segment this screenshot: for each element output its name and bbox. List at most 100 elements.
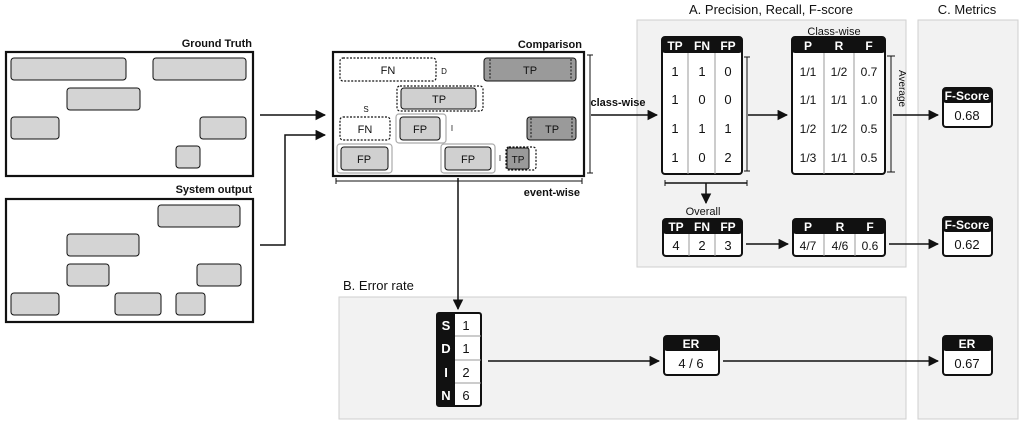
class-counts-cell: 1 bbox=[698, 64, 705, 79]
overall-prf-cell: 4/7 bbox=[800, 239, 817, 253]
so-to-comparison-arrow bbox=[260, 129, 327, 246]
section-c-title: C. Metrics bbox=[938, 2, 997, 17]
fn-label-top: FN bbox=[381, 65, 396, 77]
fscore-class-box: F-Score 0.68 bbox=[942, 87, 993, 128]
event-wise-bracket bbox=[335, 178, 583, 184]
class-wise-cell: 1.0 bbox=[861, 93, 878, 107]
class-wise-cell: 1/1 bbox=[800, 65, 817, 79]
so-event bbox=[66, 233, 140, 257]
overall-cell: 2 bbox=[698, 238, 705, 253]
class-wise-cell: 1/2 bbox=[831, 65, 848, 79]
fp-box-bottom-mid bbox=[444, 146, 492, 171]
er-metric-value: 0.67 bbox=[954, 356, 979, 371]
class-wise-cell: 1/1 bbox=[800, 93, 817, 107]
d-marker: D bbox=[441, 67, 447, 76]
sdin-letter: S bbox=[442, 318, 451, 333]
class-counts-cell: 1 bbox=[671, 150, 678, 165]
overall-prf-header: P bbox=[804, 220, 812, 234]
ground-truth-title: Ground Truth bbox=[182, 38, 253, 50]
class-wise-header: P bbox=[804, 39, 812, 53]
class-counts-header: FN bbox=[694, 39, 710, 53]
class-wise-header: F bbox=[865, 39, 872, 53]
tp-label-middle: TP bbox=[432, 94, 446, 106]
class-wise-label: class-wise bbox=[590, 97, 645, 109]
fp-box-bottom-left bbox=[340, 146, 389, 171]
so-event bbox=[157, 204, 241, 228]
tp-box-middle bbox=[400, 87, 477, 110]
counts-to-overall-arrow bbox=[665, 182, 747, 203]
class-counts-cell: 0 bbox=[724, 92, 731, 107]
overall-header: FN bbox=[694, 220, 710, 234]
overall-prf-cell: 0.6 bbox=[862, 239, 879, 253]
so-event bbox=[66, 263, 110, 287]
tp-box-top-right bbox=[483, 57, 577, 82]
fn-box-left bbox=[339, 116, 391, 141]
class-wise-cell: 1/2 bbox=[831, 122, 848, 136]
class-wise-header: R bbox=[835, 39, 844, 53]
fscore-overall-box: F-Score 0.62 bbox=[942, 216, 993, 257]
fscore-overall-value: 0.62 bbox=[954, 237, 979, 252]
overall-prf-header: F bbox=[866, 220, 873, 234]
gt-event bbox=[152, 57, 247, 81]
overall-prf-header: R bbox=[836, 220, 845, 234]
class-wise-cell: 1/3 bbox=[800, 151, 817, 165]
class-wise-cell: 0.5 bbox=[861, 151, 878, 165]
tp-label-right: TP bbox=[545, 124, 559, 136]
class-counts-table: TP FN FP 1 1 0 1 0 0 1 1 1 1 0 2 bbox=[661, 36, 743, 175]
class-counts-cell: 2 bbox=[724, 150, 731, 165]
system-output-title: System output bbox=[176, 184, 253, 196]
sdin-value: 2 bbox=[462, 365, 469, 380]
class-counts-cell: 0 bbox=[724, 64, 731, 79]
er-header: ER bbox=[683, 337, 700, 351]
comparison-panel: FN D TP TP S FN FP I TP FP FP I TP bbox=[331, 50, 586, 178]
i-marker-2: I bbox=[499, 154, 501, 163]
fn-box-top bbox=[339, 57, 437, 82]
overall-cell: 4 bbox=[672, 238, 679, 253]
class-wise-cell: 1/1 bbox=[831, 93, 848, 107]
class-wise-cell: 0.7 bbox=[861, 65, 878, 79]
average-label: Average bbox=[896, 70, 907, 108]
overall-table: TP FN FP 4 2 3 bbox=[662, 218, 743, 257]
er-metric-box: ER 0.67 bbox=[942, 335, 993, 376]
class-counts-header: FP bbox=[720, 39, 735, 53]
section-a-title: A. Precision, Recall, F-score bbox=[689, 2, 853, 17]
section-b-panel bbox=[338, 296, 907, 420]
overall-header: TP bbox=[668, 220, 683, 234]
overall-title: Overall bbox=[686, 206, 721, 218]
fp-label-bottom-mid: FP bbox=[461, 154, 475, 166]
so-event bbox=[175, 292, 206, 316]
sdin-value: 1 bbox=[462, 318, 469, 333]
so-event bbox=[114, 292, 162, 316]
overall-cell: 3 bbox=[724, 238, 731, 253]
event-wise-label: event-wise bbox=[524, 187, 580, 199]
sdin-table: S D I N 1 1 2 6 bbox=[436, 312, 482, 407]
class-counts-cell: 1 bbox=[724, 121, 731, 136]
average-bracket bbox=[887, 55, 895, 173]
tp-label-top-right: TP bbox=[523, 65, 537, 77]
class-counts-cell: 1 bbox=[671, 64, 678, 79]
sdin-value: 1 bbox=[462, 341, 469, 356]
class-wise-cell: 0.5 bbox=[861, 122, 878, 136]
system-output-panel bbox=[4, 197, 255, 324]
fp-label-bottom-left: FP bbox=[357, 154, 371, 166]
overall-prf-table: P R F 4/7 4/6 0.6 bbox=[792, 218, 886, 257]
overall-header: FP bbox=[720, 220, 735, 234]
class-counts-cell: 1 bbox=[671, 92, 678, 107]
sdin-value: 6 bbox=[462, 388, 469, 403]
fscore-class-header: F-Score bbox=[945, 89, 990, 103]
fn-label-left: FN bbox=[358, 124, 373, 136]
class-counts-cell: 0 bbox=[698, 92, 705, 107]
sdin-letter: I bbox=[444, 365, 448, 380]
fp-label-mid-left: FP bbox=[413, 124, 427, 136]
fscore-overall-header: F-Score bbox=[945, 218, 990, 232]
s-marker: S bbox=[363, 105, 368, 114]
gt-event bbox=[175, 145, 201, 169]
so-event bbox=[10, 292, 60, 316]
so-event bbox=[196, 263, 242, 287]
tp-label-bottom-small: TP bbox=[512, 155, 525, 166]
class-wise-table: P R F 1/1 1/2 0.7 1/1 1/1 1.0 1/2 1/2 0.… bbox=[791, 36, 886, 175]
class-counts-cell: 1 bbox=[698, 121, 705, 136]
er-value: 4 / 6 bbox=[678, 356, 703, 371]
er-metric-header: ER bbox=[959, 337, 976, 351]
sdin-letter: D bbox=[441, 341, 450, 356]
